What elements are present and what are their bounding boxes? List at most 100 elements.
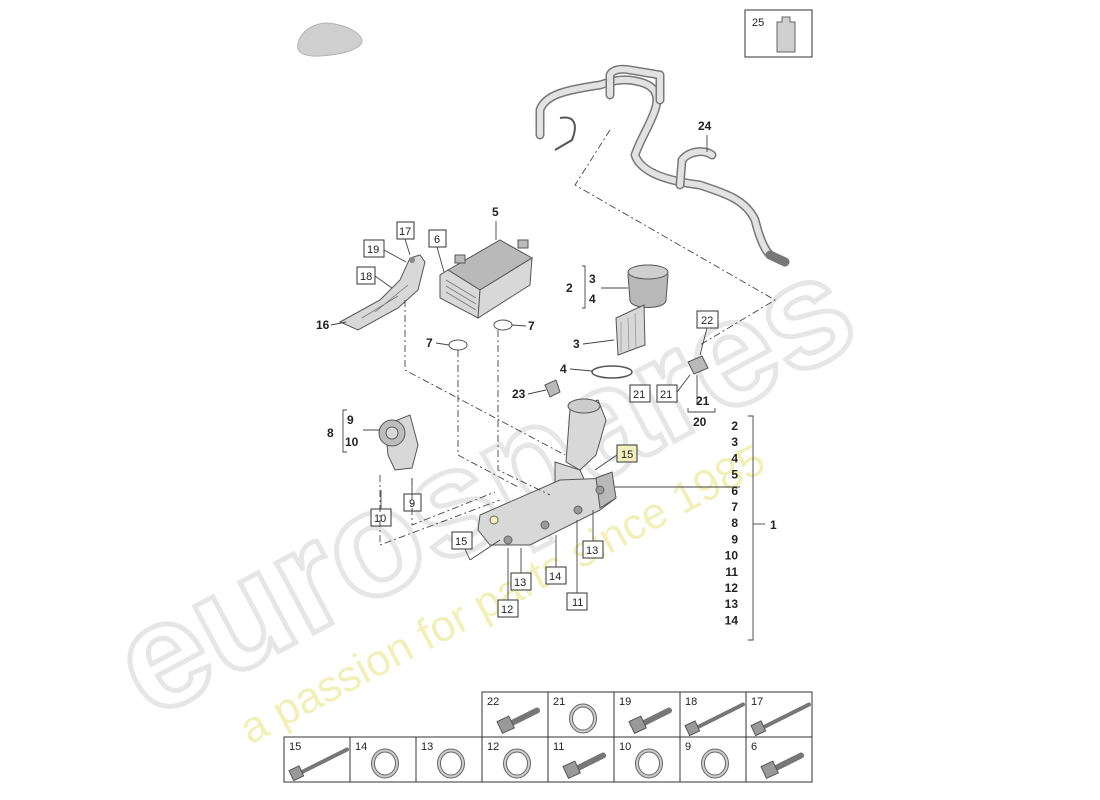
o-ring-7-left (448, 339, 468, 351)
legend-number: 15 (289, 741, 301, 753)
legend-number: 10 (619, 741, 631, 753)
callout-21-a: 21 (660, 389, 672, 401)
legend-number: 6 (751, 741, 757, 753)
callout-20: 20 (693, 415, 707, 429)
legend-cell-22: 22 (481, 691, 549, 738)
callout-2-top: 2 (566, 281, 573, 295)
group-1-item: 13 (725, 597, 739, 611)
o-ring-7-right (493, 319, 513, 331)
legend-cell-13: 13 (415, 736, 483, 783)
seal-ring-icon (701, 748, 729, 779)
oil-bottle-icon (776, 16, 796, 53)
callout-9-group: 9 (347, 413, 354, 427)
callout-19: 19 (367, 244, 379, 256)
seal-ring-icon (503, 748, 531, 779)
legend-number: 17 (751, 696, 763, 708)
group-1-item: 5 (731, 468, 738, 482)
callout-10-group: 10 (345, 435, 359, 449)
oil-bottle-box: 25 (744, 9, 813, 58)
legend-number: 18 (685, 696, 697, 708)
legend-cell-12: 12 (481, 736, 549, 783)
filter-cap (627, 264, 669, 308)
callout-13-right: 13 (586, 545, 598, 557)
legend-cell-6: 6 (745, 736, 813, 783)
legend-cell-9: 9 (679, 736, 747, 783)
bracket (338, 254, 426, 331)
legend-number: 13 (421, 741, 433, 753)
group-1-item: 4 (731, 451, 738, 465)
bolt-icon (496, 707, 540, 735)
group-1-item: 6 (731, 484, 738, 498)
group-1-item: 3 (731, 435, 738, 449)
group-1-item: 9 (731, 532, 738, 546)
legend-number: 21 (553, 696, 565, 708)
sensor-part (687, 355, 709, 375)
group-1-item: 14 (725, 613, 739, 627)
callout-25: 25 (752, 17, 764, 29)
legend-cell-21: 21 (547, 691, 615, 738)
legend-cell-15: 15 (283, 736, 351, 783)
callout-22: 22 (701, 315, 713, 327)
bolt-icon (628, 707, 672, 735)
seal-ring-icon (635, 748, 663, 779)
legend-number: 11 (553, 741, 564, 753)
fastener-legend: 22 21 19 18 17 15 14 13 12 11 10 9 6 (283, 691, 813, 783)
callout-7-left: 7 (426, 336, 433, 350)
callout-5: 5 (492, 205, 499, 219)
group-1-item: 7 (731, 500, 738, 514)
callout-4-top: 4 (589, 292, 596, 306)
bolt-icon (760, 752, 804, 780)
thermostat (378, 414, 419, 471)
callout-24: 24 (698, 119, 712, 133)
callout-3-filter: 3 (573, 337, 580, 351)
callout-16: 16 (316, 318, 330, 332)
callout-10-box: 10 (374, 513, 386, 525)
group-1-item: 2 (731, 419, 738, 433)
seal-ring-icon (569, 703, 597, 734)
callout-15-bottom: 15 (455, 536, 467, 548)
bolt-23 (544, 379, 561, 398)
assembly-lines (379, 129, 776, 546)
group-1-item: 12 (725, 581, 739, 595)
callout-7-right: 7 (528, 319, 535, 333)
legend-cell-10: 10 (613, 736, 681, 783)
legend-cell-14: 14 (349, 736, 417, 783)
callout-1: 1 (770, 518, 777, 532)
callout-8: 8 (327, 426, 334, 440)
seal-ring-icon (437, 748, 465, 779)
callout-6: 6 (434, 234, 440, 246)
callout-14: 14 (549, 571, 561, 583)
callout-21-b: 21 (696, 394, 710, 408)
callout-12: 12 (501, 604, 513, 616)
callout-18: 18 (360, 271, 372, 283)
long-bolt-icon (288, 747, 349, 782)
filter-seal-ring (591, 365, 633, 379)
oil-filter-housing (477, 398, 617, 546)
seal-ring-icon (371, 748, 399, 779)
car-silhouette-icon (297, 22, 363, 57)
legend-cell-11: 11 (547, 736, 615, 783)
legend-number: 22 (487, 696, 499, 708)
callout-21-c: 21 (633, 389, 645, 401)
callout-17: 17 (399, 226, 411, 238)
callout-4-seal: 4 (560, 362, 567, 376)
group-1-item: 8 (731, 516, 738, 530)
legend-number: 14 (355, 741, 367, 753)
legend-number: 9 (685, 741, 691, 753)
legend-cell-17: 17 (745, 691, 813, 738)
callout-3-top: 3 (589, 272, 596, 286)
callout-23: 23 (512, 387, 526, 401)
long-bolt-icon (750, 702, 811, 737)
legend-cell-18: 18 (679, 691, 747, 738)
callout-13-left: 13 (514, 577, 526, 589)
coolant-pipe (535, 64, 790, 267)
legend-number: 12 (487, 741, 499, 753)
group-1-item: 10 (725, 549, 739, 563)
long-bolt-icon (684, 702, 745, 737)
callout-11: 11 (572, 597, 583, 609)
legend-number: 19 (619, 696, 631, 708)
callout-15-top: 15 (621, 449, 633, 461)
oil-cooler (439, 239, 533, 319)
oil-filter-element (615, 304, 646, 356)
